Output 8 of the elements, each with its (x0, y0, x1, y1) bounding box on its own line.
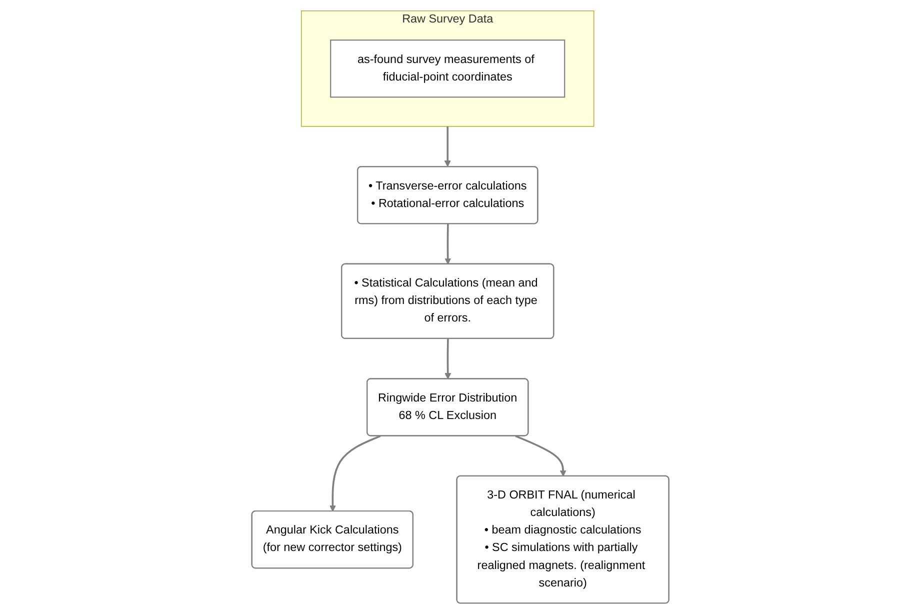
arrow (444, 224, 452, 264)
arrow (515, 435, 566, 477)
arrow (444, 126, 451, 167)
cluster (301, 10, 594, 127)
flowchart-diagram: Raw Survey Data as-found survey measurements of fiducial-point coordinates • Transverse-error calculations • Rotational-error calculations • Statistical Calculations (mean and rms) from distributions of each type of errors. Ringwide Error Distribution 68 % CL Exclusion Angular Kick Calculations (for new corrector settings) 3-D ORBIT FNAL (numerical calculations) • beam diagnostic calculations • SC simulations with partially realigned magnets. (realignment scenario) (246, 5, 675, 609)
node-box (330, 40, 566, 98)
arrow (330, 435, 381, 512)
arrow (444, 338, 452, 380)
